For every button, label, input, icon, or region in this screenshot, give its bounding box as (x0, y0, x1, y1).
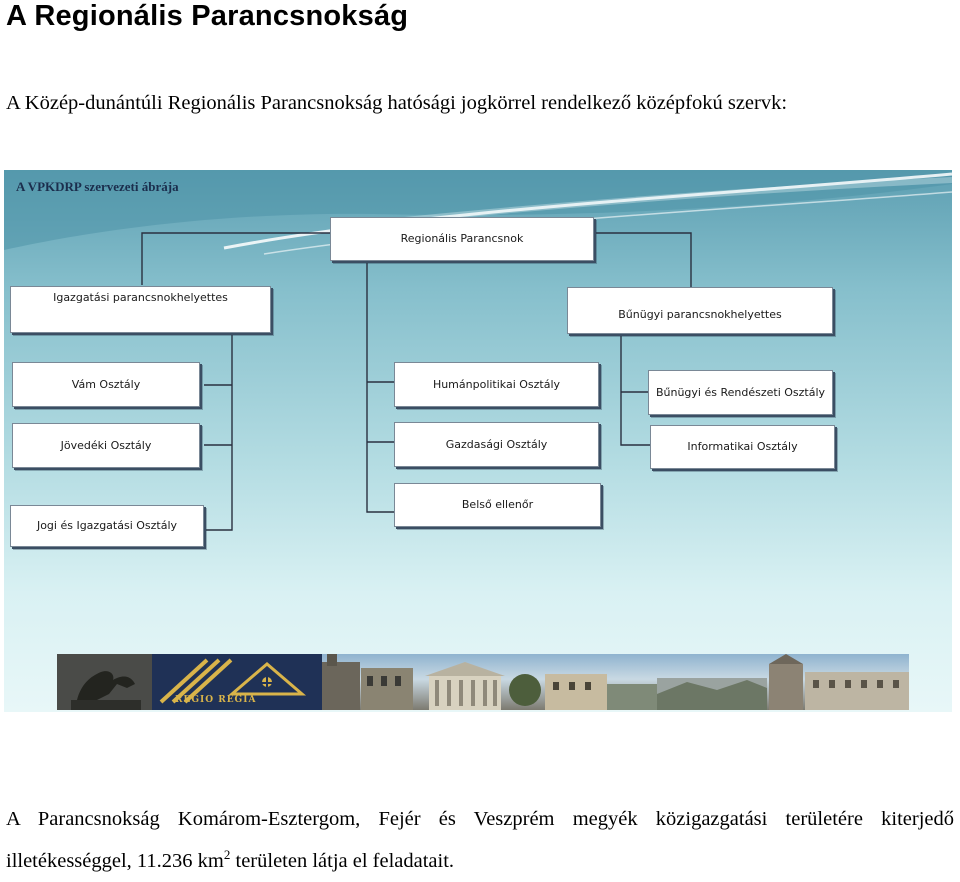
internal-auditor-box: Belső ellenőr (394, 483, 601, 527)
page-heading: A Regionális Parancsnokság (6, 0, 408, 33)
legal-admin-dept-box: Jogi és Igazgatási Osztály (10, 505, 204, 547)
outro-text: A Parancsnokság Komárom-Esztergom, Fejér… (6, 808, 954, 872)
criminal-police-dept-box: Bűnügyi és Rendészeti Osztály (648, 370, 833, 415)
org-chart: A VPKDRP szervezeti ábrája Regionális Pa… (4, 170, 952, 712)
regional-banner: REGIO REGIA (57, 654, 909, 710)
excise-dept-box: Jövedéki Osztály (12, 423, 200, 468)
hr-dept-box: Humánpolitikai Osztály (394, 362, 599, 407)
intro-paragraph: A Közép-dunántúli Regionális Parancsnoks… (6, 82, 954, 124)
criminal-deputy-box: Bűnügyi parancsnokhelyettes (567, 287, 833, 334)
customs-dept-box: Vám Osztály (12, 362, 200, 407)
admin-deputy-box: Igazgatási parancsnokhelyettes (10, 286, 271, 333)
it-dept-box: Informatikai Osztály (650, 425, 835, 469)
regional-commander-box: Regionális Parancsnok (330, 217, 594, 261)
outro-paragraph: A Parancsnokság Komárom-Esztergom, Fejér… (6, 798, 954, 882)
economic-dept-box: Gazdasági Osztály (394, 422, 599, 467)
regio-regia-logo-text: REGIO REGIA (175, 695, 256, 705)
outro-text-end: területen látja el feladatait. (230, 850, 454, 872)
